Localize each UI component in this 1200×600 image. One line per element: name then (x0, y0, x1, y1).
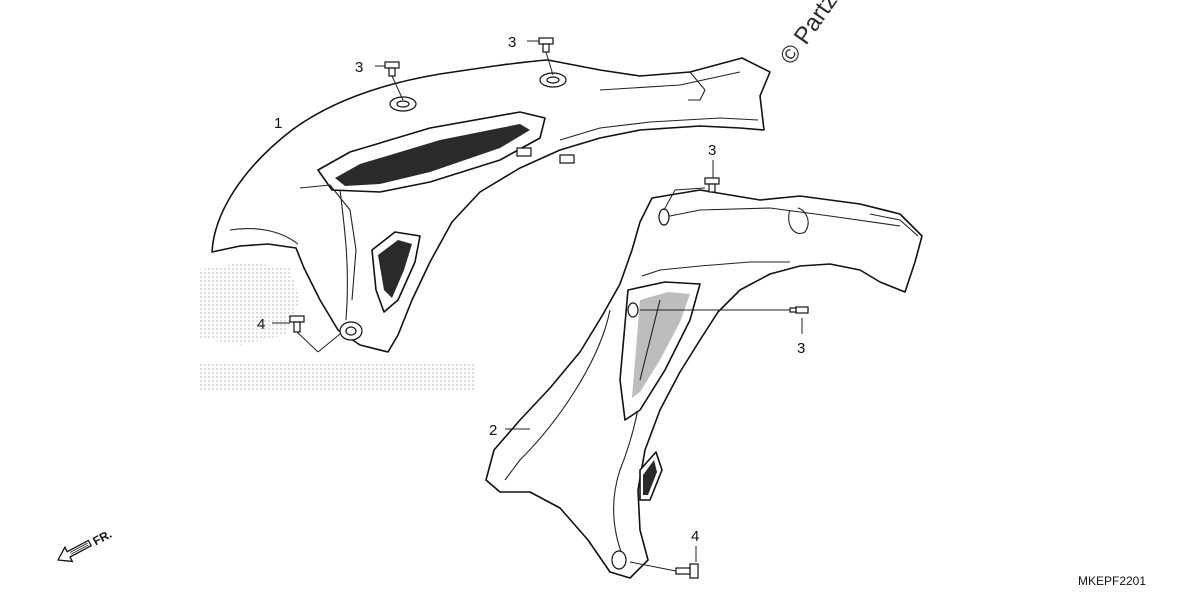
part-2-shroud[interactable] (485, 189, 923, 579)
leader-lines (272, 40, 803, 572)
direction-label: FR. (91, 527, 115, 548)
diagram-code: MKEPF2201 (1078, 574, 1146, 588)
part-1-shroud[interactable] (211, 57, 771, 353)
callout-part-2: 2 (489, 422, 497, 439)
callout-screw-a: 3 (355, 59, 363, 76)
screw-3-upper-left[interactable] (384, 61, 400, 77)
front-direction-indicator: FR. (56, 527, 115, 563)
screw-3-upper-right[interactable] (538, 37, 554, 53)
callout-screw-b: 3 (508, 34, 516, 51)
bolt-4-left[interactable] (289, 315, 305, 333)
screw-3-middle[interactable] (704, 177, 720, 193)
screw-3-right[interactable] (789, 306, 809, 314)
bolt-4-bottom[interactable] (675, 563, 699, 579)
callout-bolt-a: 4 (257, 316, 265, 333)
copyright-watermark: © Partzilla (775, 0, 860, 69)
arrow-left-icon (56, 539, 93, 563)
callout-screw-d: 3 (797, 340, 805, 357)
callout-part-1: 1 (274, 115, 282, 132)
callout-screw-c: 3 (708, 142, 716, 159)
dotted-brand-watermark (198, 262, 475, 392)
callout-bolt-b: 4 (691, 528, 699, 545)
